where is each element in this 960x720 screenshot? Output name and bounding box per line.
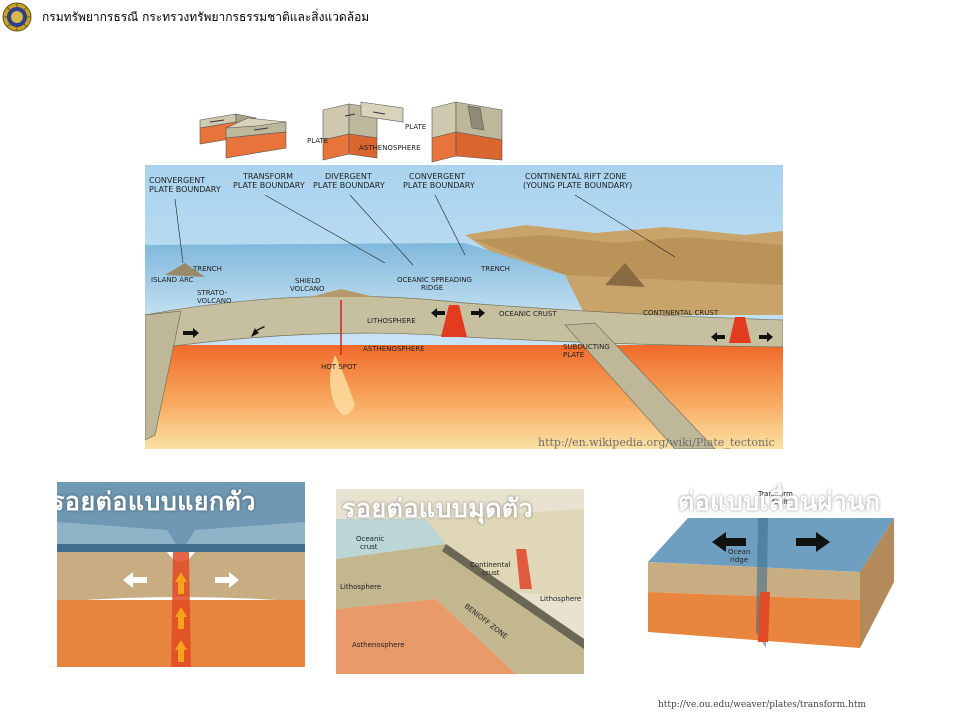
- footer-source: http://ve.ou.edu/weaver/plates/transform…: [658, 700, 866, 710]
- transform-block-diagram: [199, 113, 287, 159]
- main-diagram-source: http://en.wikipedia.org/wiki/Plate_tecto…: [538, 436, 775, 449]
- label-oceanic-crust: OCEANIC CRUST: [499, 310, 557, 318]
- divergent-caption: รอยต่อแบบแยกตัว: [57, 487, 256, 516]
- top-plate-left-label: PLATE: [307, 137, 328, 145]
- label-strato-volcano: STRATO- VOLCANO: [197, 289, 232, 305]
- label-convergent-left: CONVERGENT PLATE BOUNDARY: [149, 176, 221, 194]
- plate-tectonics-cross-section: CONVERGENT PLATE BOUNDARY TRANSFORM PLAT…: [145, 165, 783, 449]
- label-asthenosphere: ASTHENOSPHERE: [363, 345, 425, 353]
- convergent-illustration: Oceanic crust Continental crust Lithosph…: [336, 489, 584, 674]
- transform-caption: ต่อแบบเลื่อนผ่านก: [678, 487, 881, 516]
- label-hot-spot: HOT SPOT: [321, 363, 357, 371]
- top-asthenosphere-label: ASTHENOSPHERE: [359, 144, 421, 152]
- convergent-caption: รอยต่อแบบมุดตัว: [342, 494, 534, 523]
- top-plate-right-label: PLATE: [405, 123, 426, 131]
- label-convergent-right: CONVERGENT PLATE BOUNDARY: [403, 172, 475, 190]
- divergent-panel: รอยต่อแบบแยกตัว: [57, 482, 305, 667]
- divergent-illustration: [57, 482, 305, 667]
- label-subducting-plate: SUBDUCTING PLATE: [563, 343, 612, 359]
- label-conv-lithosphere-right: Lithosphere: [540, 595, 581, 603]
- header-title: กรมทรัพยากรธรณี กระทรวงทรัพยากรธรรมชาติแ…: [42, 10, 370, 24]
- label-conv-lithosphere-left: Lithosphere: [340, 583, 381, 591]
- label-lithosphere: LITHOSPHERE: [367, 317, 416, 325]
- divergent-block-diagram: PLATE PLATE ASTHENOSPHERE: [307, 101, 426, 161]
- label-trench-right: TRENCH: [480, 265, 510, 273]
- label-oceanic-ridge: OCEANIC SPREADING RIDGE: [397, 276, 474, 292]
- label-conv-asthenosphere: Asthenosphere: [352, 641, 405, 649]
- label-transform: TRANSFORM PLATE BOUNDARY: [233, 172, 305, 190]
- convergent-panel: Oceanic crust Continental crust Lithosph…: [336, 489, 584, 674]
- label-shield-volcano: SHIELD VOLCANO: [290, 277, 325, 293]
- label-divergent: DIVERGENT PLATE BOUNDARY: [313, 172, 385, 190]
- label-trench-left: TRENCH: [192, 265, 222, 273]
- label-island-arc: ISLAND ARC: [151, 276, 194, 284]
- department-seal-icon: [2, 2, 32, 32]
- label-transform-fault: Transform fault: [757, 490, 795, 506]
- label-ocean-ridge: Ocean ridge: [728, 548, 753, 564]
- label-rift-zone: CONTINENTAL RIFT ZONE (YOUNG PLATE BOUND…: [523, 172, 632, 190]
- label-conv-continental-crust: Continental crust: [470, 561, 513, 577]
- convergent-block-diagram: [431, 101, 503, 163]
- transform-panel: Transform fault Ocean ridge ต่อแบบเลื่อน…: [648, 482, 894, 654]
- label-continental-crust: CONTINENTAL CRUST: [643, 309, 719, 317]
- label-conv-oceanic-crust: Oceanic crust: [356, 535, 386, 551]
- transform-illustration: Transform fault Ocean ridge: [648, 490, 894, 648]
